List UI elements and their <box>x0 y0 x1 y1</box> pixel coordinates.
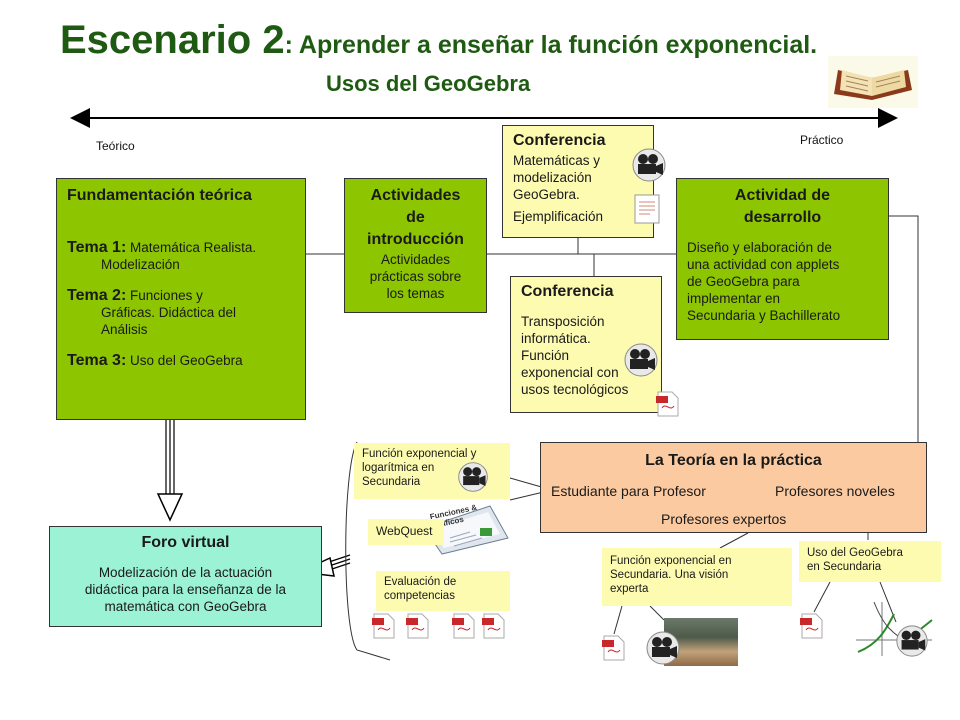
movie-camera-icon <box>630 148 668 187</box>
note-vision-experta: Función exponencial en Secundaria. Una v… <box>602 548 792 606</box>
page-subtitle: Usos del GeoGebra <box>326 71 531 96</box>
pdf-document-icon <box>800 612 824 645</box>
funciones-graficos-thumbnail: Funciones & Gráficos <box>420 498 512 556</box>
box-teoria-practica: La Teoría en la práctica Estudiante para… <box>540 442 927 533</box>
movie-camera-icon <box>456 461 490 498</box>
conferencia-1-title: Conferencia <box>513 132 606 149</box>
resource-bracket <box>345 441 391 661</box>
connector-des-teoria <box>889 215 919 442</box>
pdf-document-icon <box>656 390 680 423</box>
teoria-item-expertos: Profesores expertos <box>661 511 787 527</box>
box-fundamentacion: Fundamentación teórica Tema 1: Matemátic… <box>56 178 306 420</box>
box-desarrollo: Actividad de desarrollo Diseño y elabora… <box>676 178 889 340</box>
pdf-document-icon <box>482 612 506 645</box>
title-main: Escenario 2 <box>60 18 285 62</box>
actividades-text: Actividades prácticas sobre los temas <box>369 252 462 301</box>
desarrollo-title: Actividad de desarrollo <box>734 187 831 226</box>
conferencia-2-title: Conferencia <box>521 283 614 300</box>
movie-camera-icon <box>894 624 930 663</box>
conferencia-2-text: Transposición informática. Función expon… <box>521 314 629 397</box>
box-foro-virtual: Foro virtual Modelización de la actuació… <box>49 526 322 627</box>
movie-camera-icon <box>644 630 682 671</box>
open-book-icon <box>828 56 918 108</box>
tema-3: Tema 3: Uso del GeoGebra <box>67 352 243 369</box>
pdf-document-icon <box>602 634 626 667</box>
actividades-title: Actividades de introducción <box>367 187 464 248</box>
box-actividades: Actividades de introducción Actividades … <box>344 178 487 313</box>
teoria-item-estudiante: Estudiante para Profesor <box>551 483 706 499</box>
teoria-title: La Teoría en la práctica <box>645 452 822 469</box>
foro-title: Foro virtual <box>141 534 230 551</box>
note-uso-geogebra: Uso del GeoGebra en Secundaria <box>799 541 941 582</box>
document-page-icon <box>632 192 662 231</box>
pdf-document-icon <box>372 612 396 645</box>
title-rest: : Aprender a enseñar la función exponenc… <box>284 31 818 59</box>
foro-text: Modelización de la actuación didáctica p… <box>84 565 287 614</box>
teoria-item-noveles: Profesores noveles <box>775 483 895 499</box>
arrow-down-to-foro <box>156 493 184 522</box>
movie-camera-icon <box>622 343 660 382</box>
axis-label-teorico: Teórico <box>96 139 135 153</box>
note-webquest: WebQuest <box>368 519 444 545</box>
fundamentacion-title: Fundamentación teórica <box>67 187 252 204</box>
conferencia-1-text: Matemáticas y modelización GeoGebra. Eje… <box>513 153 604 224</box>
page-title: Escenario 2: Aprender a enseñar la funci… <box>60 18 817 63</box>
note-funcion-logaritmica: Función exponencial y logarítmica en Sec… <box>354 443 510 499</box>
note-evaluacion: Evaluación de competencias <box>376 571 510 611</box>
tema-2: Tema 2: Funciones y Gráficas. Didáctica … <box>67 287 237 337</box>
pdf-document-icon <box>452 612 476 645</box>
pdf-document-icon <box>406 612 430 645</box>
tema-1: Tema 1: Matemática Realista. Modelizació… <box>67 239 257 272</box>
axis-label-practico: Práctico <box>800 133 844 147</box>
box-conferencia-1: Conferencia Matemáticas y modelización G… <box>502 125 654 238</box>
desarrollo-text: Diseño y elaboración de una actividad co… <box>687 240 841 323</box>
